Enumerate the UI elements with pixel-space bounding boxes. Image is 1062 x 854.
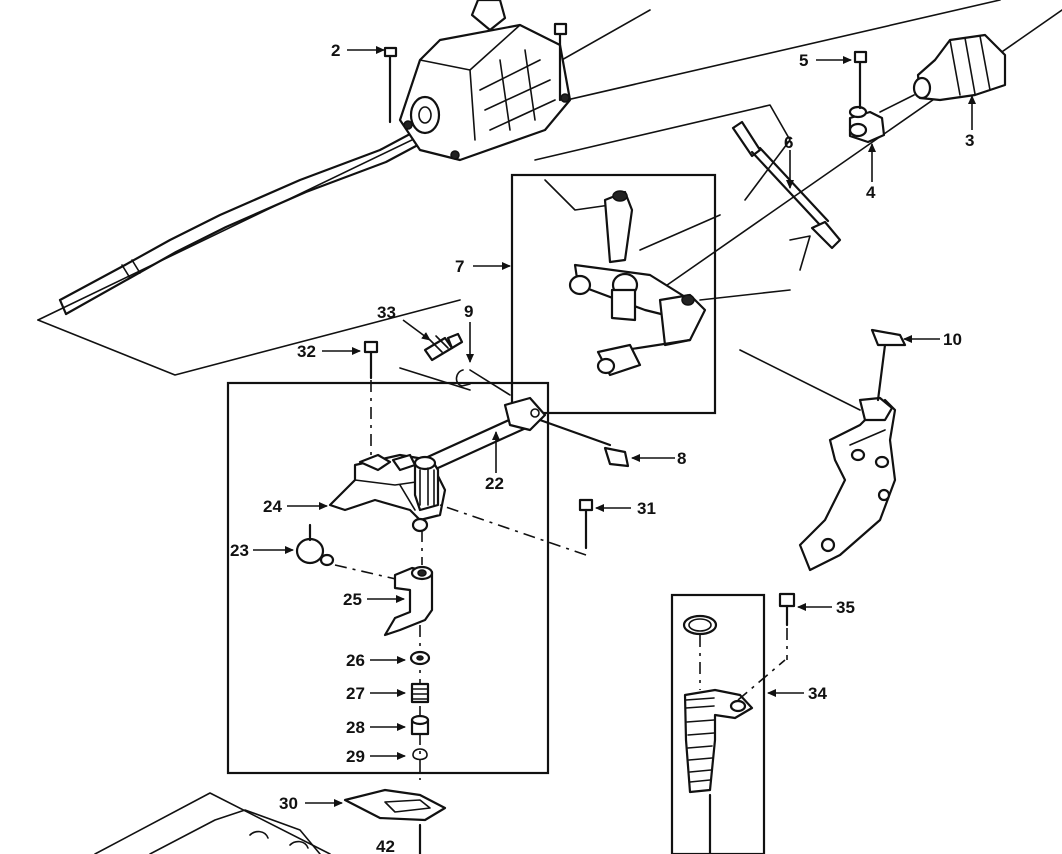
transmission-cover [328,453,447,533]
box-7 [510,173,717,415]
box-34 [670,593,766,854]
callout-32: 32 [297,342,316,361]
callout-23: 23 [230,541,249,560]
callout-3: 3 [965,131,974,150]
callout-31: 31 [637,499,656,518]
sensor-bolt-35 [778,592,796,660]
callout-6: 6 [784,133,793,152]
callout-2: 2 [331,41,340,60]
callout-27: 27 [346,684,365,703]
callout-29: 29 [346,747,365,766]
shift-bracket [739,328,907,572]
shift-boot [879,33,1007,113]
cover-bolt-31 [439,498,594,556]
callout-26: 26 [346,651,365,670]
detent-parts [409,625,431,780]
callout-arrows [253,46,976,807]
callout-34: 34 [808,684,827,703]
callout-25: 25 [343,590,362,609]
callout-42: 42 [376,837,395,854]
callout-35: 35 [836,598,855,617]
callout-33: 33 [377,303,396,322]
callout-4: 4 [866,183,876,202]
speed-sensor-34 [682,614,786,854]
callout-labels: 2 3 4 5 6 7 8 9 10 22 23 24 25 26 27 28 … [230,41,974,854]
shifter-housing [383,0,572,162]
callout-30: 30 [279,794,298,813]
bushing-and-bolt [848,50,886,144]
callout-9: 9 [464,302,473,321]
callout-10: 10 [943,330,962,349]
callout-5: 5 [799,51,808,70]
shift-cable [58,116,448,316]
gasket-30 [343,788,447,854]
shift-lever-assembly [544,179,791,377]
shift-finger-25 [383,530,434,637]
callout-7: 7 [455,257,464,276]
cover-bolt-32 [363,340,379,460]
callout-8: 8 [677,449,686,468]
roll-pin-23 [295,523,401,581]
callout-22: 22 [485,474,504,493]
callout-28: 28 [346,718,365,737]
cover-assembly-box [226,381,550,775]
callout-24: 24 [263,497,282,516]
transmission-case [94,792,331,854]
shift-shaft [399,332,630,480]
